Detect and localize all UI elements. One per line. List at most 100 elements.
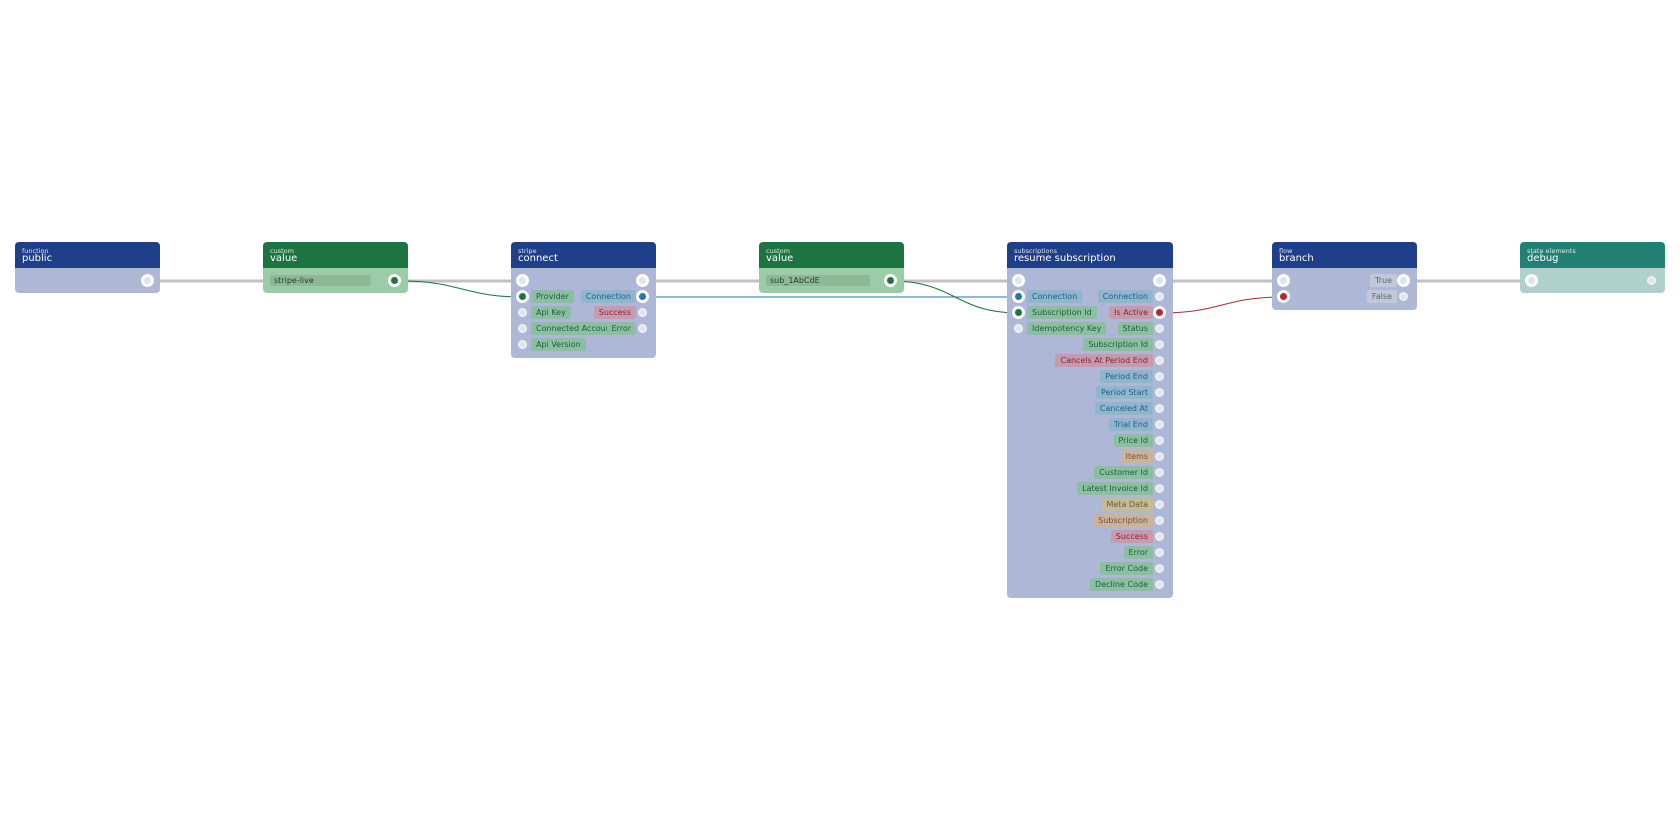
node-value-2[interactable]: custom value sub_1AbCdE <box>759 242 904 293</box>
input-label-api-key: Api Key <box>531 306 571 319</box>
exec-out-port[interactable] <box>1647 276 1656 285</box>
node-title: value <box>766 253 794 264</box>
output-label-true: True <box>1370 274 1397 287</box>
output-port-connection[interactable] <box>1155 292 1164 301</box>
value-input[interactable]: stripe-live <box>270 275 371 286</box>
exec-out-false-port[interactable] <box>1399 292 1408 301</box>
output-port-items[interactable] <box>1155 452 1164 461</box>
node-debug[interactable]: state elements debug <box>1520 242 1665 293</box>
output-label-connection: Connection <box>580 290 636 303</box>
output-port-period-start[interactable] <box>1155 388 1164 397</box>
output-label-success: Success <box>593 306 636 319</box>
output-port-trial-end[interactable] <box>1155 420 1164 429</box>
input-port-connected-account[interactable] <box>518 324 527 333</box>
node-title: branch <box>1279 253 1314 264</box>
output-label-decline-code: Decline Code <box>1090 578 1153 591</box>
output-port-cancels-at-period-end[interactable] <box>1155 356 1164 365</box>
input-port-subscription-id[interactable] <box>1012 306 1025 319</box>
input-port-api-key[interactable] <box>518 308 527 317</box>
value-out-port[interactable] <box>388 274 401 287</box>
output-port-success[interactable] <box>1155 532 1164 541</box>
input-label-api-version: Api Version <box>531 338 586 351</box>
output-label-is-active: Is Active <box>1109 306 1153 319</box>
output-label-latest-invoice-id: Latest Invoice Id <box>1077 482 1153 495</box>
exec-in-port[interactable] <box>1277 274 1290 287</box>
output-port-latest-invoice-id[interactable] <box>1155 484 1164 493</box>
input-port-idempotency-key[interactable] <box>1014 324 1023 333</box>
exec-in-port[interactable] <box>1012 274 1025 287</box>
node-header[interactable]: state elements debug <box>1520 242 1665 268</box>
output-port-price-id[interactable] <box>1155 436 1164 445</box>
output-port-status[interactable] <box>1155 324 1164 333</box>
node-title: resume subscription <box>1014 253 1116 264</box>
node-category: subscriptions <box>1014 247 1058 255</box>
input-label-subscription-id: Subscription Id <box>1027 306 1097 319</box>
output-port-period-end[interactable] <box>1155 372 1164 381</box>
output-label-meta-data: Meta Data <box>1101 498 1153 511</box>
output-port-meta-data[interactable] <box>1155 500 1164 509</box>
output-port-error-code[interactable] <box>1155 564 1164 573</box>
output-label-canceled-at: Canceled At <box>1094 402 1153 415</box>
output-label-subscription-id: Subscription Id <box>1083 338 1153 351</box>
node-branch[interactable]: flow branch True False <box>1272 242 1417 310</box>
node-value-1[interactable]: custom value stripe-live <box>263 242 408 293</box>
output-port-customer-id[interactable] <box>1155 468 1164 477</box>
output-label-period-end: Period End <box>1100 370 1153 383</box>
node-title: public <box>22 253 53 264</box>
output-port-success[interactable] <box>638 308 647 317</box>
input-label-idempotency-key: Idempotency Key <box>1027 322 1107 335</box>
node-public[interactable]: function public <box>15 242 160 293</box>
exec-out-port[interactable] <box>636 274 649 287</box>
node-category: custom <box>270 247 294 255</box>
node-header[interactable]: flow branch <box>1272 242 1417 268</box>
node-category: function <box>22 247 49 255</box>
exec-out-port[interactable] <box>141 274 154 287</box>
output-label-period-start: Period Start <box>1095 386 1153 399</box>
node-title: connect <box>518 253 558 264</box>
data-wire-provider <box>400 280 524 298</box>
output-label-subscription: Subscription <box>1093 514 1153 527</box>
input-label-connection: Connection <box>1027 290 1083 303</box>
input-port-connection[interactable] <box>1012 290 1025 303</box>
node-header[interactable]: function public <box>15 242 160 268</box>
node-category: state elements <box>1527 247 1576 255</box>
node-header[interactable]: custom value <box>263 242 408 268</box>
exec-out-true-port[interactable] <box>1397 274 1410 287</box>
output-port-connection[interactable] <box>636 290 649 303</box>
value-out-port[interactable] <box>884 274 897 287</box>
node-resume-subscription[interactable]: subscriptions resume subscription Connec… <box>1007 242 1173 598</box>
condition-in-port[interactable] <box>1277 290 1290 303</box>
input-label-provider: Provider <box>531 290 574 303</box>
output-port-is-active[interactable] <box>1153 306 1166 319</box>
node-category: custom <box>766 247 790 255</box>
exec-in-port[interactable] <box>516 274 529 287</box>
output-label-error: Error <box>1123 546 1153 559</box>
output-port-subscription[interactable] <box>1155 516 1164 525</box>
exec-in-port[interactable] <box>1525 274 1538 287</box>
output-label-error-code: Error Code <box>1100 562 1153 575</box>
output-port-decline-code[interactable] <box>1155 580 1164 589</box>
output-port-canceled-at[interactable] <box>1155 404 1164 413</box>
output-label-price-id: Price Id <box>1113 434 1153 447</box>
exec-out-port[interactable] <box>1153 274 1166 287</box>
node-header[interactable]: stripe connect <box>511 242 656 268</box>
data-wire-is-active <box>1159 296 1285 314</box>
input-port-provider[interactable] <box>516 290 529 303</box>
node-header[interactable]: subscriptions resume subscription <box>1007 242 1173 268</box>
output-label-cancels-at-period-end: Cancels At Period End <box>1055 354 1153 367</box>
value-input[interactable]: sub_1AbCdE <box>766 275 870 286</box>
node-stripe-connect[interactable]: stripe connect Provider Api Key Connecte… <box>511 242 656 358</box>
node-category: stripe <box>518 247 537 255</box>
node-header[interactable]: custom value <box>759 242 904 268</box>
node-category: flow <box>1279 247 1293 255</box>
output-label-trial-end: Trial End <box>1108 418 1153 431</box>
input-port-api-version[interactable] <box>518 340 527 349</box>
output-port-error[interactable] <box>1155 548 1164 557</box>
node-title: debug <box>1527 253 1559 264</box>
node-title: value <box>270 253 298 264</box>
output-port-subscription-id[interactable] <box>1155 340 1164 349</box>
output-port-error[interactable] <box>638 324 647 333</box>
data-wire-subscription-id <box>890 280 1020 314</box>
output-label-customer-id: Customer Id <box>1094 466 1153 479</box>
